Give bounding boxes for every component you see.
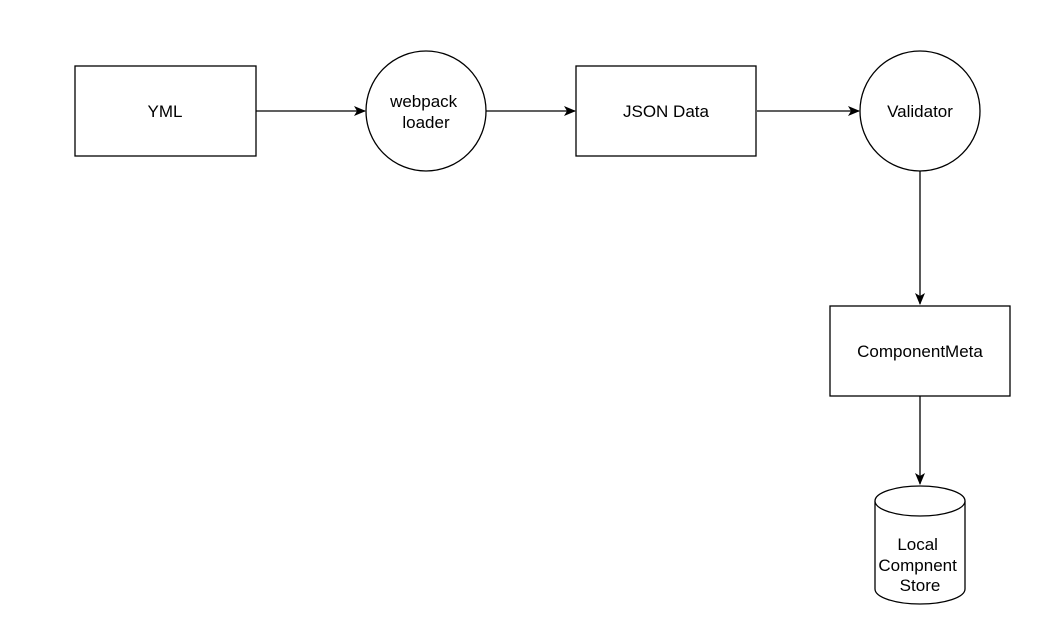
yml-label-line-1: YML [148, 102, 183, 121]
webpack-loader-label-line-1: webpack [389, 92, 458, 111]
webpack-loader-circle [365, 50, 487, 172]
webpack-loader-label: webpack loader [389, 92, 462, 132]
local-store-label-line-1: Local [897, 535, 938, 554]
node-webpack-loader: webpack loader [365, 50, 487, 172]
yml-label: YML [148, 102, 183, 121]
edges [256, 106, 925, 485]
local-store-cylinder-body [874, 501, 966, 605]
node-yml: YML [74, 65, 257, 157]
node-json-data: JSON Data [575, 65, 757, 157]
node-validator: Validator [859, 50, 981, 172]
json-data-box [575, 65, 757, 157]
local-store-label: Local Compnent Store [878, 535, 961, 595]
validator-label: Validator [887, 102, 953, 121]
local-store-cylinder-top [874, 485, 966, 517]
component-meta-label: ComponentMeta [857, 342, 983, 361]
validator-label-line-1: Validator [887, 102, 953, 121]
json-data-label-line-1: JSON Data [623, 102, 710, 121]
yml-box [74, 65, 257, 157]
webpack-loader-label-line-2: loader [402, 113, 450, 132]
local-store-label-line-2: Compnent [878, 556, 957, 575]
component-meta-box [829, 305, 1011, 397]
node-component-meta: ComponentMeta [829, 305, 1011, 397]
json-data-label: JSON Data [623, 102, 710, 121]
validator-circle [859, 50, 981, 172]
component-meta-label-line-1: ComponentMeta [857, 342, 983, 361]
node-local-store: Local Compnent Store [874, 485, 966, 605]
local-store-label-line-3: Store [900, 576, 941, 595]
